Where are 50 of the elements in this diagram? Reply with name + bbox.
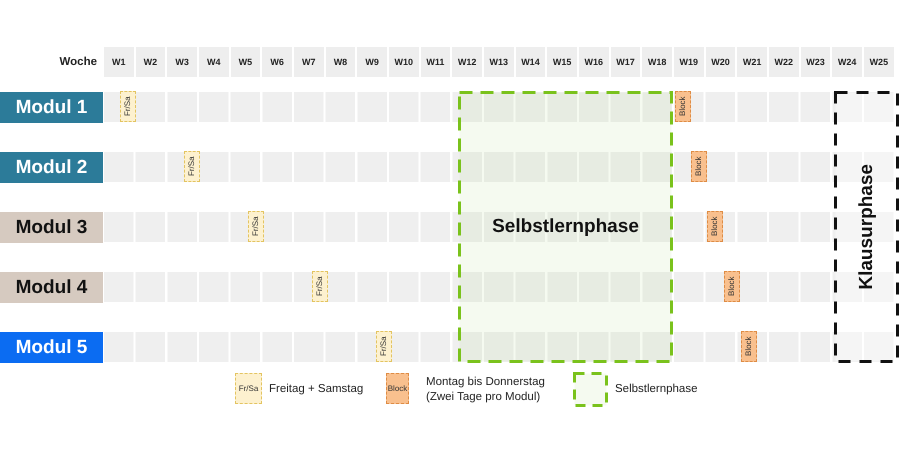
week-header: W16 <box>579 47 609 77</box>
week-header: W12 <box>452 47 482 77</box>
week-header: W7 <box>294 47 324 77</box>
legend-label: Selbstlernphase <box>615 382 698 396</box>
week-header: W8 <box>326 47 356 77</box>
session-marker: Block <box>724 271 740 302</box>
session-marker: Block <box>691 151 707 182</box>
session-marker: Fr/Sa <box>184 151 200 182</box>
legend-swatch: Fr/Sa <box>235 373 262 404</box>
week-header: W21 <box>737 47 767 77</box>
module-header: Modul 1 <box>0 92 103 123</box>
week-header: W18 <box>642 47 672 77</box>
module-header: Modul 5 <box>0 332 103 363</box>
week-header: W25 <box>864 47 894 77</box>
phase-region <box>458 91 673 363</box>
week-header: W11 <box>420 47 450 77</box>
week-header: W2 <box>136 47 166 77</box>
week-header: W10 <box>389 47 419 77</box>
legend-label: Freitag + Samstag <box>269 382 364 396</box>
session-marker: Fr/Sa <box>376 331 392 362</box>
week-header: W6 <box>262 47 292 77</box>
week-header: W22 <box>769 47 799 77</box>
week-header: W20 <box>706 47 736 77</box>
phase-label: Selbstlernphase <box>492 216 639 238</box>
session-marker: Fr/Sa <box>248 211 264 242</box>
phase-label: Klausurphase <box>856 164 878 290</box>
module-header: Modul 2 <box>0 152 103 183</box>
week-header: W17 <box>610 47 640 77</box>
week-header: W23 <box>800 47 830 77</box>
phase-region <box>834 91 899 363</box>
header-label: Woche <box>60 55 97 70</box>
week-header: W5 <box>230 47 260 77</box>
week-header: W24 <box>832 47 862 77</box>
week-header: W9 <box>357 47 387 77</box>
session-marker: Block <box>707 211 723 242</box>
legend-label: Montag bis Donnerstag (Zwei Tage pro Modul) <box>426 375 546 404</box>
module-header: Modul 3 <box>0 212 103 243</box>
session-marker: Block <box>741 331 757 362</box>
session-marker: Fr/Sa <box>120 91 136 122</box>
week-header: W13 <box>484 47 514 77</box>
module-header: Modul 4 <box>0 272 103 303</box>
week-header: W15 <box>547 47 577 77</box>
week-header: W4 <box>199 47 228 77</box>
legend-swatch: Block <box>386 373 409 404</box>
session-marker: Block <box>675 91 691 122</box>
week-header: W1 <box>104 47 134 77</box>
week-header: W14 <box>516 47 546 77</box>
week-header: W3 <box>167 47 197 77</box>
session-marker: Fr/Sa <box>312 271 328 302</box>
week-header: W19 <box>674 47 704 77</box>
